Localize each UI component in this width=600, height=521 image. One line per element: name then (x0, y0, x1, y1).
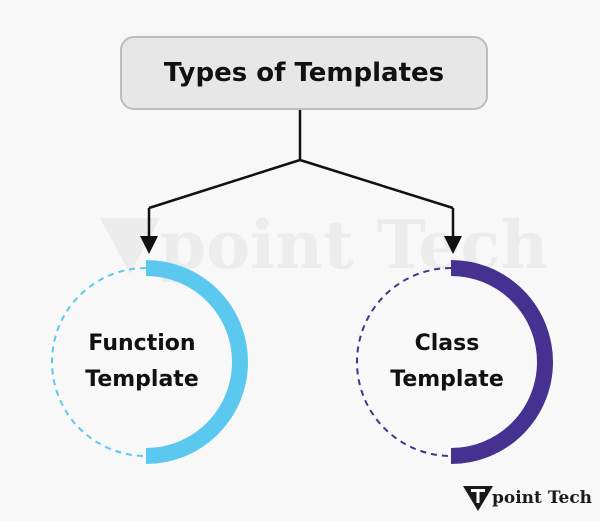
arrowhead-left (140, 236, 158, 254)
node-class-template (356, 260, 553, 464)
node-function-label: Function Template (57, 326, 227, 398)
connector-tree (147, 110, 455, 244)
node-class-label: Class Template (362, 326, 532, 398)
arrowhead-right (444, 236, 462, 254)
node-function-label-line2: Template (85, 367, 199, 392)
node-function-dashed-arc (51, 267, 147, 457)
node-class-label-line1: Class (414, 331, 480, 356)
node-class-label-line2: Template (390, 367, 504, 392)
connector-right-branch (299, 158, 454, 210)
brand-logo: point Tech (462, 484, 592, 512)
connector-left-branch (148, 158, 301, 210)
node-function-label-line1: Function (88, 331, 196, 356)
brand-logo-icon (463, 486, 493, 511)
diagram-title: Types of Templates (163, 58, 445, 88)
node-function-solid-arc (145, 260, 248, 464)
brand-logo-text: point Tech (492, 488, 593, 508)
node-class-solid-arc (450, 260, 553, 464)
title-box: Types of Templates (120, 36, 488, 110)
node-class-dashed-arc (356, 267, 452, 457)
node-function-template (51, 260, 248, 464)
